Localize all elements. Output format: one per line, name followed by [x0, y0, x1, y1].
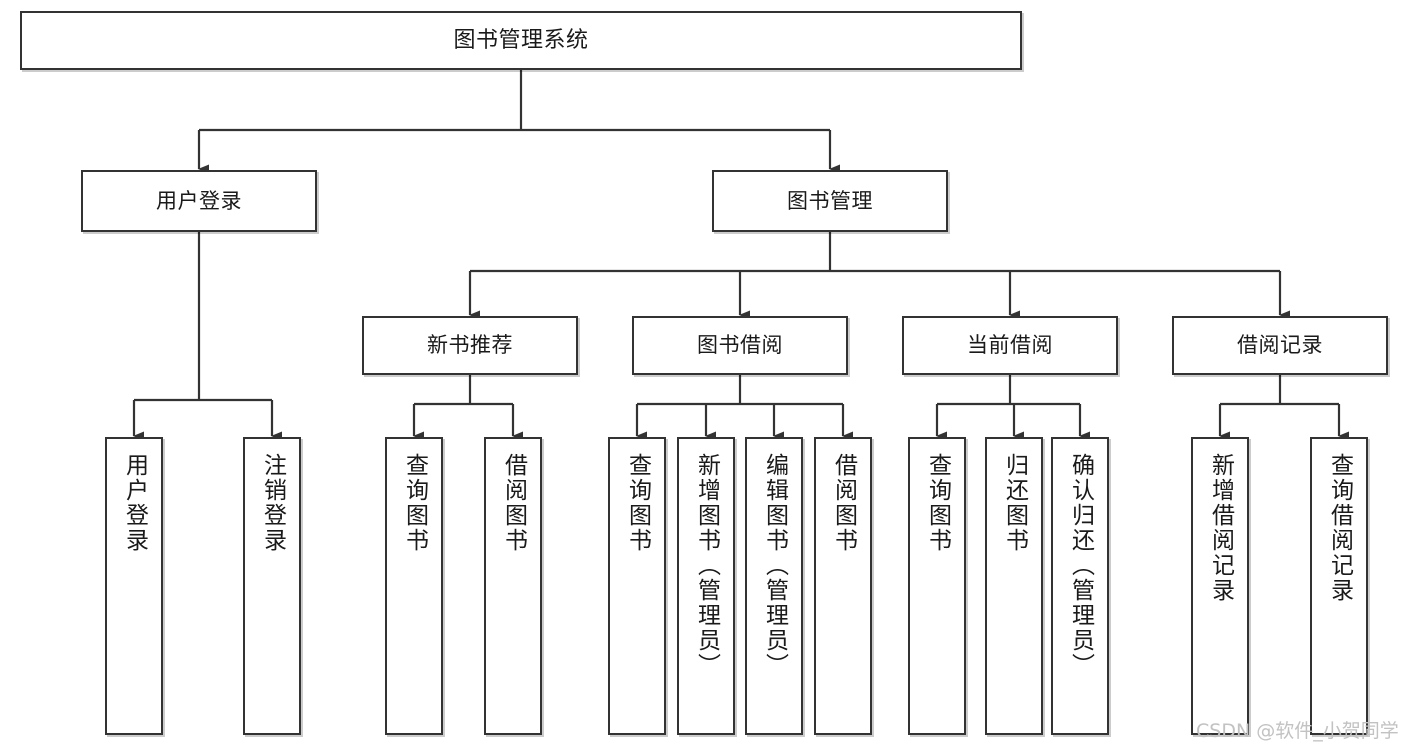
node-leaf-query-record[interactable]: 查询借阅记录: [1310, 437, 1368, 735]
node-label: 用户登录: [156, 188, 242, 213]
node-label: 用户登录: [121, 453, 148, 553]
node-leaf-user-login[interactable]: 用户登录: [105, 437, 163, 735]
node-book-borrow[interactable]: 图书借阅: [632, 316, 848, 375]
watermark-text: CSDN @软件_小贺同学: [1196, 720, 1399, 742]
node-new-book-rec[interactable]: 新书推荐: [362, 316, 578, 375]
node-leaf-return-book[interactable]: 归还图书: [985, 437, 1043, 735]
node-label: 图书借阅: [697, 333, 783, 358]
node-label: 注销登录: [259, 453, 286, 553]
node-root[interactable]: 图书管理系统: [20, 11, 1022, 70]
node-label: 归还图书: [1001, 453, 1028, 553]
node-book-manage[interactable]: 图书管理: [712, 170, 948, 232]
node-leaf-add-book[interactable]: 新增图书（管理员）: [677, 437, 735, 735]
node-label: 图书管理系统: [453, 27, 589, 53]
edge-paths: [132, 70, 1349, 441]
node-label: 查询图书: [624, 453, 651, 553]
node-label: 借阅图书: [830, 453, 857, 553]
node-leaf-borrow-book-1[interactable]: 借阅图书: [484, 437, 542, 735]
node-leaf-borrow-book-2[interactable]: 借阅图书: [814, 437, 872, 735]
node-user-login[interactable]: 用户登录: [81, 170, 317, 232]
node-label: 新书推荐: [427, 333, 513, 358]
node-leaf-add-record[interactable]: 新增借阅记录: [1191, 437, 1249, 735]
node-label: 当前借阅: [967, 333, 1053, 358]
node-label: 查询图书: [924, 453, 951, 553]
node-label: 确认归还（管理员）: [1067, 453, 1094, 678]
node-leaf-edit-book[interactable]: 编辑图书（管理员）: [745, 437, 803, 735]
node-label: 新增图书（管理员）: [693, 453, 720, 678]
node-leaf-confirm-return[interactable]: 确认归还（管理员）: [1051, 437, 1109, 735]
node-leaf-query-book-2[interactable]: 查询图书: [608, 437, 666, 735]
node-leaf-query-book-1[interactable]: 查询图书: [385, 437, 443, 735]
node-leaf-logout[interactable]: 注销登录: [243, 437, 301, 735]
node-current-borrow[interactable]: 当前借阅: [902, 316, 1118, 375]
node-label: 图书管理: [787, 188, 873, 213]
node-label: 借阅记录: [1237, 333, 1323, 358]
node-label: 新增借阅记录: [1207, 453, 1234, 603]
node-label: 借阅图书: [500, 453, 527, 553]
node-borrow-record[interactable]: 借阅记录: [1172, 316, 1388, 375]
node-label: 编辑图书（管理员）: [761, 453, 788, 678]
node-label: 查询图书: [401, 453, 428, 553]
node-leaf-query-book-3[interactable]: 查询图书: [908, 437, 966, 735]
node-label: 查询借阅记录: [1326, 453, 1353, 603]
